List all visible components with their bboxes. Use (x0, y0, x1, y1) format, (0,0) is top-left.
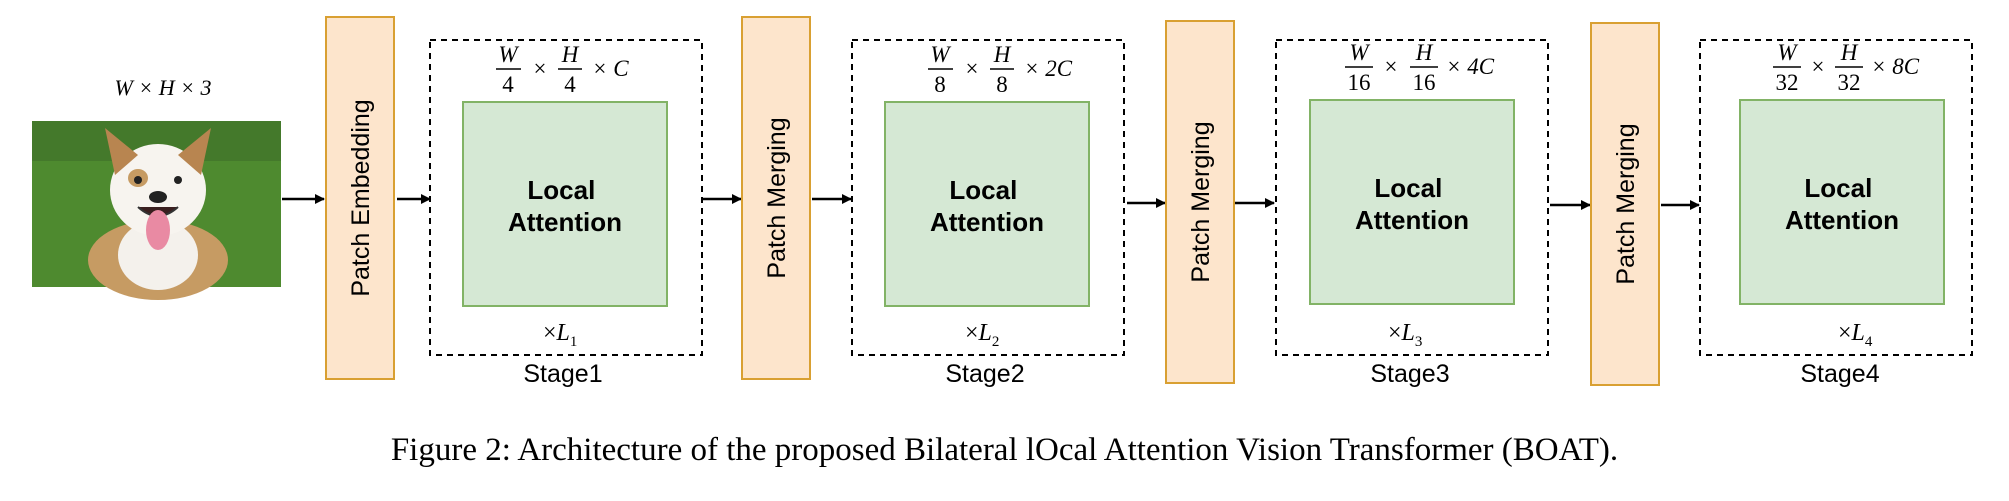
stage-2-dims-formula: W 8 × H 8 × 2C (928, 42, 1073, 97)
patch-merging-block-3: Patch Merging (1590, 22, 1660, 386)
stage-3-w-den: 16 (1348, 70, 1371, 95)
stage-2-h-den: 8 (996, 72, 1008, 97)
stage-2-block-line-2: Attention (930, 207, 1044, 237)
stage-3-dims-formula: W 16 × H 16 × 4C (1345, 40, 1495, 95)
stage-4-w-den: 32 (1776, 70, 1799, 95)
stage-2-name: Stage2 (945, 360, 1024, 388)
stage-3-block-label: Local Attention (1355, 173, 1469, 235)
stage-2-w-num: W (930, 42, 951, 67)
stage-1-h-num: H (561, 42, 580, 67)
stage-1-block-line-2: Attention (508, 207, 622, 237)
stage-1-block-label: Local Attention (508, 175, 622, 237)
stage-4-w-num: W (1777, 40, 1798, 65)
patch-embedding-block: Patch Embedding (325, 16, 395, 380)
patch-merging-block-2: Patch Merging (1165, 20, 1235, 384)
architecture-diagram: W × H × 3 Patch Embedding Patch (32, 16, 1973, 388)
stage-3-h-den: 16 (1413, 70, 1436, 95)
stage-1-dims-formula: W 4 × H 4 × C (496, 42, 629, 97)
stage-3-dashed-border (1275, 39, 1549, 356)
stage-4-block-label: Local Attention (1785, 173, 1899, 235)
stage-1-dashed-border (429, 39, 703, 356)
stage-3-name: Stage3 (1370, 360, 1449, 388)
stage-2-repeat: ×L2 (965, 320, 999, 350)
input-dimension-label: W × H × 3 (115, 75, 212, 100)
stage-4-dashed-border (1699, 39, 1973, 356)
stage-2-block-line-1: Local (949, 175, 1017, 205)
stage-1-w-num: W (498, 42, 519, 67)
svg-text:×: × (1385, 54, 1398, 79)
stage-4-block-line-2: Attention (1785, 205, 1899, 235)
stage-2-channels: × 2C (1024, 56, 1073, 81)
stage-3-block-line-2: Attention (1355, 205, 1469, 235)
stage-4-name: Stage4 (1800, 360, 1879, 388)
stage-3-h-num: H (1415, 40, 1434, 65)
stage-4-h-num: H (1840, 40, 1859, 65)
figure-caption: Figure 2: Architecture of the proposed B… (390, 432, 1619, 468)
dog-photo-image (32, 121, 281, 300)
stage-2-h-num: H (993, 42, 1012, 67)
patch-merging-label-2: Patch Merging (1187, 121, 1215, 282)
svg-text:×: × (534, 56, 547, 81)
stage-4-block-line-1: Local (1804, 173, 1872, 203)
stage-2-local-attention-box (884, 101, 1090, 307)
stage-4-dims-formula: W 32 × H 32 × 8C (1773, 40, 1920, 95)
stage-3-w-num: W (1349, 40, 1370, 65)
stage-3-local-attention-box (1309, 99, 1515, 305)
stage-1: W 4 × H 4 × C Local Attention ×L1 Stage1 (429, 39, 703, 388)
stage-1-block-line-1: Local (527, 175, 595, 205)
stage-1-repeat: ×L1 (543, 320, 577, 350)
stage-4-local-attention-box (1739, 99, 1945, 305)
stage-1-w-den: 4 (502, 72, 514, 97)
svg-text:×: × (966, 56, 979, 81)
stage-3-block-line-1: Local (1374, 173, 1442, 203)
stage-3-repeat: ×L3 (1388, 320, 1422, 350)
stage-1-channels: × C (592, 56, 629, 81)
stage-3-channels: × 4C (1446, 54, 1495, 79)
svg-text:×: × (1812, 54, 1825, 79)
patch-merging-label-3: Patch Merging (1612, 123, 1640, 284)
stage-2-block-label: Local Attention (930, 175, 1044, 237)
stage-2: W 8 × H 8 × 2C Local Attention ×L2 Stage… (851, 39, 1125, 388)
stage-2-w-den: 8 (934, 72, 946, 97)
patch-embedding-label: Patch Embedding (347, 99, 375, 296)
stage-4: W 32 × H 32 × 8C Local Attention ×L4 Sta… (1699, 39, 1973, 388)
stage-3: W 16 × H 16 × 4C Local Attention ×L3 Sta… (1275, 39, 1549, 388)
stage-1-name: Stage1 (523, 360, 602, 388)
stage-4-h-den: 32 (1838, 70, 1861, 95)
stage-1-h-den: 4 (564, 72, 576, 97)
stage-1-local-attention-box (462, 101, 668, 307)
stage-4-channels: × 8C (1871, 54, 1920, 79)
stage-2-dashed-border (851, 39, 1125, 356)
patch-merging-label-1: Patch Merging (763, 117, 791, 278)
stage-4-repeat: ×L4 (1838, 320, 1873, 350)
patch-merging-block-1: Patch Merging (741, 16, 811, 380)
